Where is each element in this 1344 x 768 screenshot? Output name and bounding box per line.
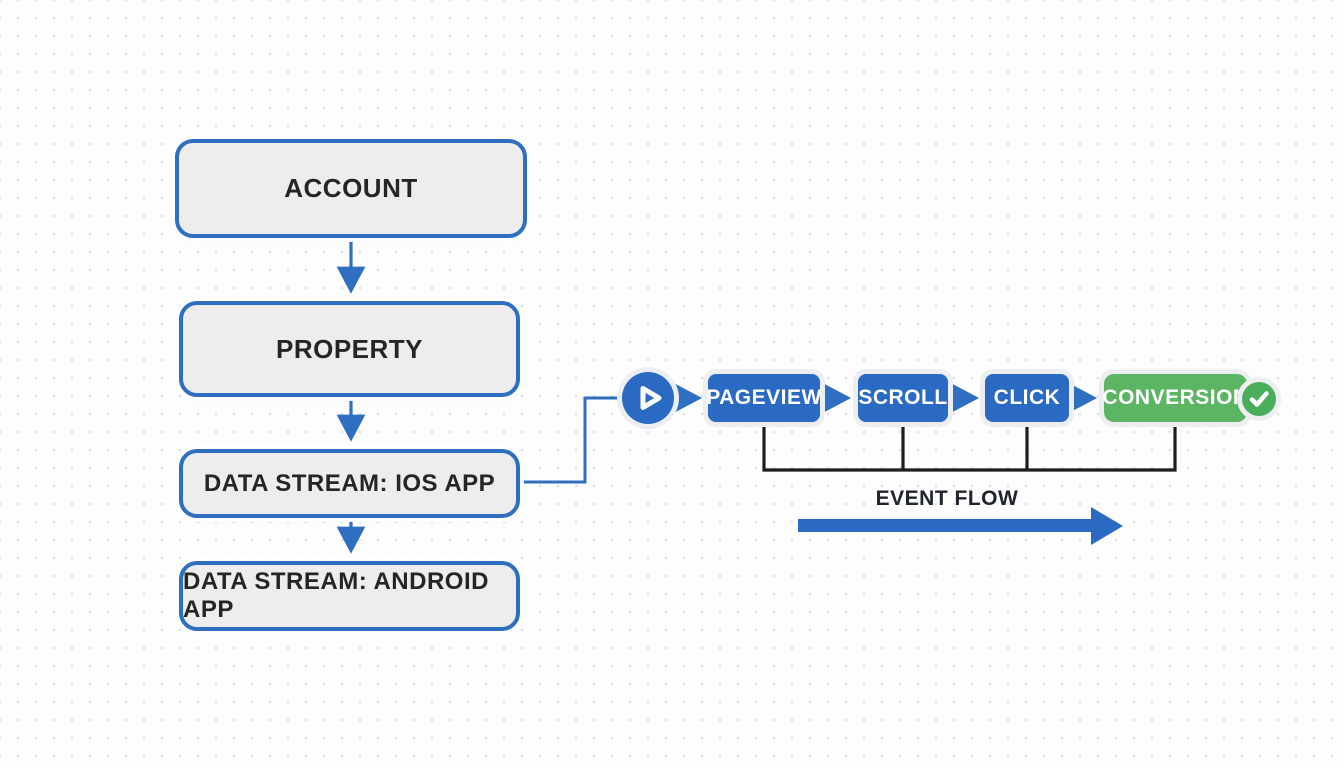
event-group-bracket	[762, 426, 1177, 472]
event-step-conversion-label: CONVERSION	[1102, 386, 1249, 409]
node-data-stream-android-label: DATA STREAM: ANDROID APP	[183, 568, 489, 623]
event-step-scroll-label: SCROLL	[858, 386, 948, 409]
node-property-label: PROPERTY	[275, 333, 424, 364]
event-step-conversion: CONVERSION	[1102, 374, 1249, 422]
event-step-pageview: PAGEVIEW	[706, 374, 822, 422]
node-property: PROPERTY	[179, 301, 520, 397]
node-account-label: ACCOUNT	[284, 173, 418, 203]
node-data-stream-ios-label: DATA STREAM: IOS APP	[203, 469, 496, 497]
event-step-pageview-label: PAGEVIEW	[706, 386, 822, 409]
event-step-click-label: CLICK	[993, 386, 1061, 409]
play-icon	[622, 372, 674, 424]
event-step-click: CLICK	[985, 374, 1069, 422]
event-step-scroll: SCROLL	[858, 374, 948, 422]
node-data-stream-android: DATA STREAM: ANDROID APP	[179, 561, 520, 631]
check-icon	[1242, 382, 1276, 416]
node-data-stream-ios: DATA STREAM: IOS APP	[179, 449, 520, 518]
event-flow-arrow-icon	[790, 500, 1135, 557]
node-account: ACCOUNT	[175, 139, 527, 238]
elbow-connector	[517, 396, 620, 484]
event-flow-caption: EVENT FLOW	[875, 487, 1019, 510]
